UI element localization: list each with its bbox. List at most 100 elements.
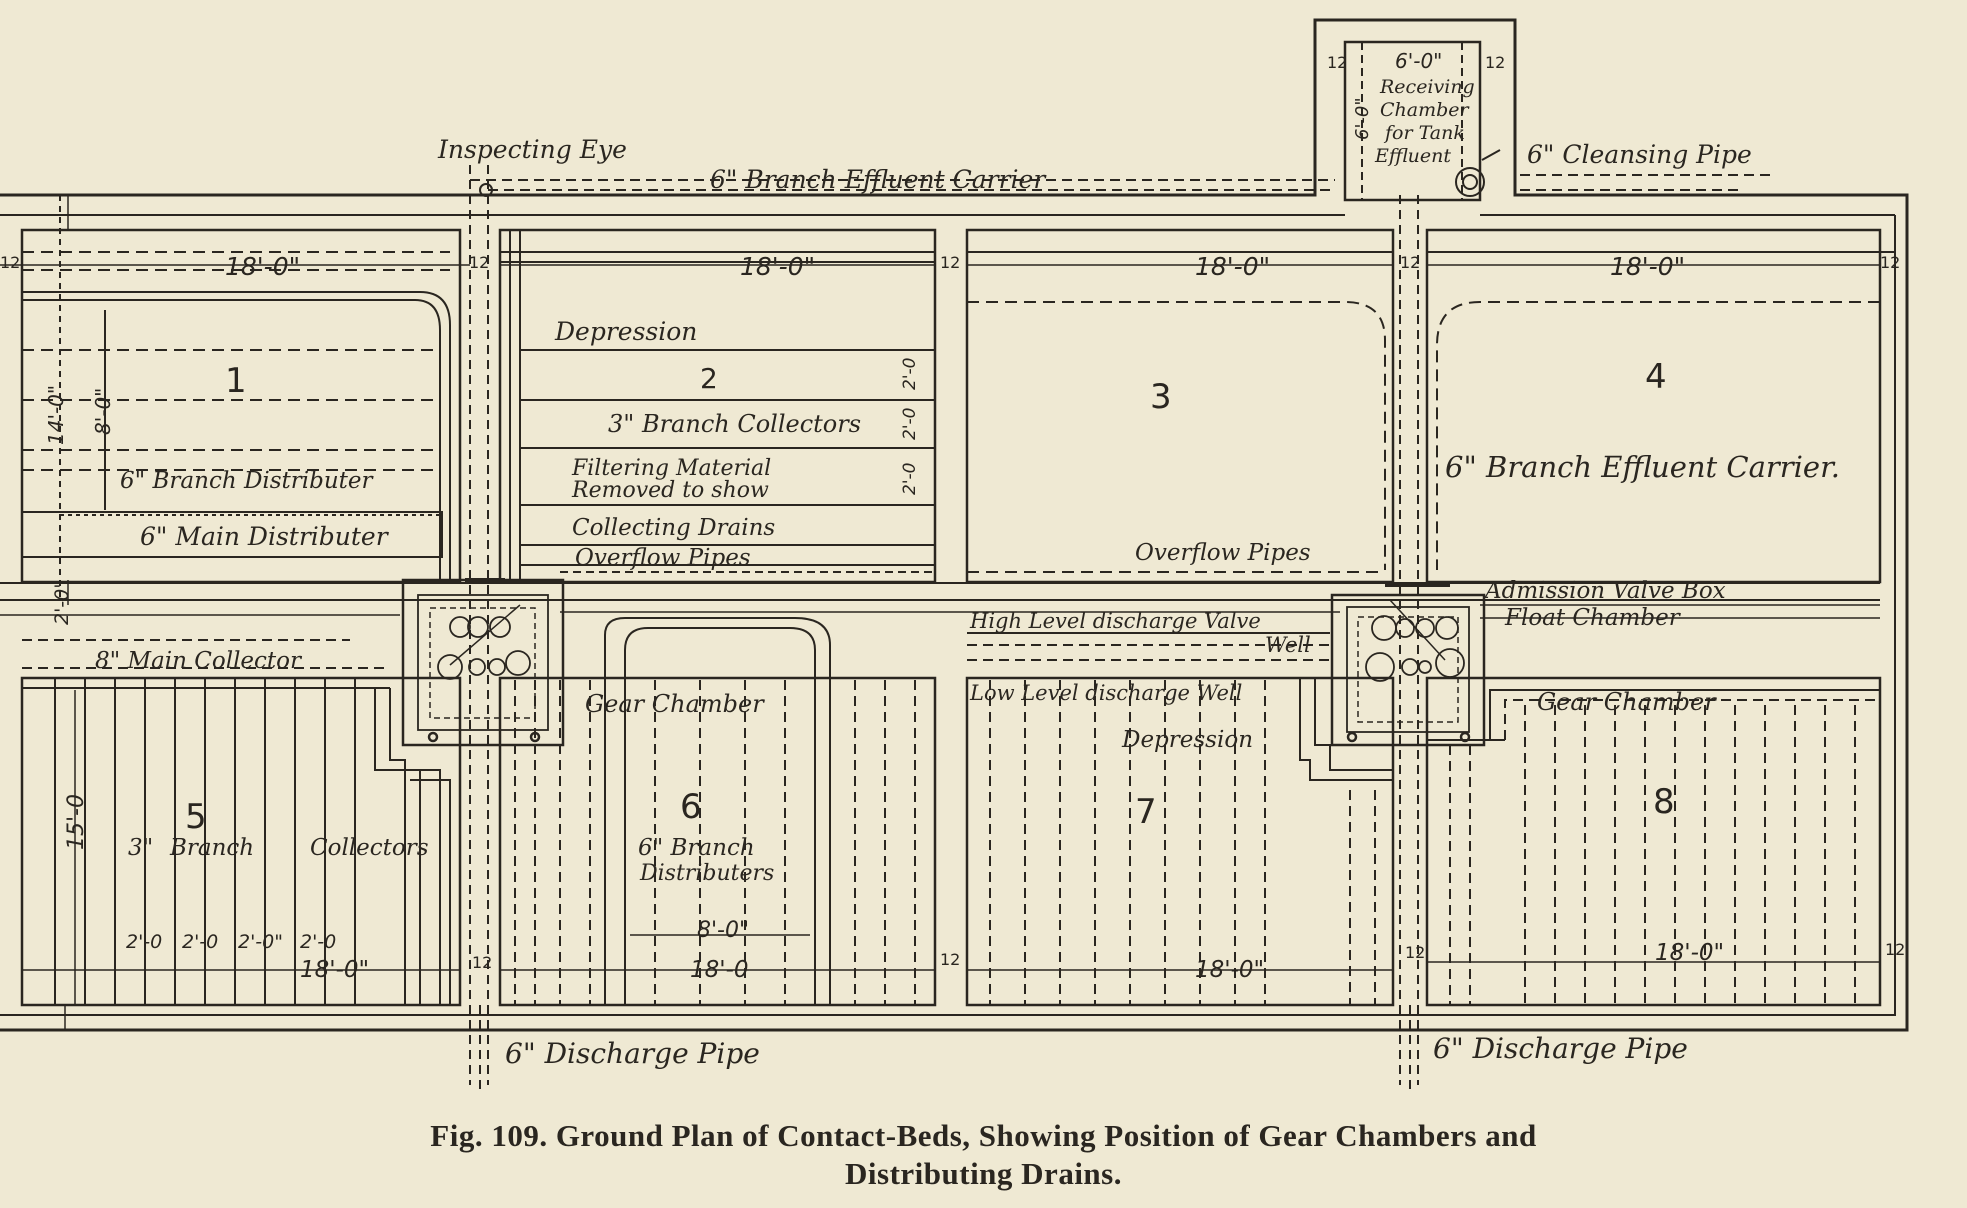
bed-5-internals	[22, 639, 451, 1005]
bed-number-4: 4	[1645, 357, 1667, 397]
gear-chamber-right	[1330, 583, 1486, 747]
dim-wall-1: 12	[0, 253, 20, 272]
dim-wall-7: 12	[1485, 53, 1505, 72]
label-discharge-pipe-left: 6" Discharge Pipe	[505, 1037, 760, 1070]
dim-wall-5: 12	[1880, 253, 1900, 272]
label-branch-collectors-3in: 3" Branch Collectors	[608, 410, 861, 438]
dim-main-gap: 2'-0"	[51, 580, 73, 625]
label-gear-chamber-right: Gear Chamber	[1537, 688, 1717, 716]
dim-bed2-width: 18'-0"	[740, 252, 815, 281]
dim-wall-11: 12	[1885, 940, 1905, 959]
dim-spacing-3: 2'-0"	[238, 931, 283, 953]
bed-number-1: 1	[225, 361, 247, 401]
dim-wall-10: 12	[1405, 943, 1425, 962]
bed-3-internals	[967, 251, 1393, 573]
bed-outline-6	[498, 676, 937, 1007]
dim-spacing-2: 2'-0	[182, 931, 218, 953]
dim-bed4-width: 18'-0"	[1610, 252, 1685, 281]
label-float-chamber: Float Chamber	[1504, 605, 1682, 631]
dim-spacing-b: 2'-0	[900, 408, 920, 440]
gear-chamber-left	[401, 578, 565, 747]
bed-1-internals	[21, 195, 451, 600]
bed-number-7: 7	[1135, 792, 1157, 832]
outer-walls	[0, 18, 1909, 1032]
dim-spacing-c: 2'-0	[900, 463, 920, 495]
dim-wall-9: 12	[940, 950, 960, 969]
label-main-collector: 8" Main Collector	[95, 648, 303, 674]
label-admission-valve-box: Admission Valve Box	[1483, 578, 1726, 604]
label-receiving-1: Receiving	[1379, 76, 1475, 98]
vertical-carriers	[469, 165, 1419, 1090]
dim-top-height: 14'-0"	[44, 385, 68, 445]
label-filtering-1: Filtering Material	[571, 456, 771, 481]
receiving-chamber-detail	[1361, 42, 1501, 200]
dimensions: 18'-0" 18'-0" 18'-0" 18'-0" 18'-0" 18'-0…	[0, 49, 1905, 983]
label-gear-chamber-left: Gear Chamber	[585, 690, 765, 718]
bed-number-3: 3	[1150, 377, 1172, 417]
label-depression-bottom: Depression	[1121, 727, 1253, 753]
inspecting-eye-marker	[479, 183, 493, 197]
dim-wall-2: 12	[469, 253, 489, 272]
dim-wall-6: 12	[1327, 53, 1347, 72]
central-channel	[0, 582, 1880, 619]
dim-wall-4: 12	[1400, 253, 1420, 272]
label-high-level-well-2: Well	[1265, 633, 1311, 657]
label-low-level-well: Low Level discharge Well	[969, 681, 1242, 705]
label-bottom-collectors-1: 3"	[128, 835, 153, 861]
bed-outline-8	[1425, 676, 1882, 1007]
label-inspecting-eye: Inspecting Eye	[437, 135, 627, 164]
label-receiving-2: Chamber	[1380, 99, 1471, 121]
dim-spacing-4: 2'-0	[300, 931, 336, 953]
bed-outline-4	[1425, 228, 1882, 584]
label-branch-distributer: 6" Branch Distributer	[120, 468, 375, 494]
label-filtering-2: Removed to show	[571, 478, 769, 503]
dim-spacing-1: 2'-0	[126, 931, 162, 953]
label-bottom-collectors-3: Collectors	[310, 835, 429, 861]
dim-bed6-width: 18'-0	[690, 957, 749, 983]
label-branch-distributers-1: 6" Branch	[638, 835, 755, 861]
label-branch-distributers-2: Distributers	[639, 861, 774, 886]
label-main-distributer: 6" Main Distributer	[140, 522, 390, 551]
bed-number-5: 5	[185, 797, 207, 837]
label-discharge-pipe-right: 6" Discharge Pipe	[1433, 1032, 1688, 1065]
label-overflow-pipes-left: Overflow Pipes	[575, 545, 751, 571]
bed-number-8: 8	[1653, 782, 1675, 822]
dim-wall-3: 12	[940, 253, 960, 272]
dim-spacing-a: 2'-0	[900, 358, 920, 390]
bed-8-internals	[1427, 689, 1880, 1005]
bed-numbers: 1 2 3 4 5 6 7 8	[185, 357, 1675, 837]
dim-bottom-height: 15'-0	[64, 794, 89, 850]
bed-outline-5	[20, 676, 462, 1007]
dim-top-inner: 8'-0"	[91, 388, 115, 435]
figure-caption-line-2: Distributing Drains.	[845, 1156, 1122, 1191]
label-receiving-3: for Tank	[1383, 122, 1465, 144]
dim-chamber-height: 6'-0"	[1352, 97, 1373, 140]
label-branch-effluent-carrier-right: 6" Branch Effluent Carrier.	[1445, 450, 1840, 484]
dim-wall-8: 12	[472, 953, 492, 972]
label-overflow-pipes-right: Overflow Pipes	[1135, 540, 1311, 566]
dim-distributer-span: 8'-0"	[697, 918, 749, 943]
bed-outline-3	[965, 228, 1395, 584]
dim-bed5-width: 18'-0"	[300, 957, 369, 983]
top-effluent-carrier	[470, 174, 1770, 191]
bed-2-internals	[500, 230, 935, 582]
label-collecting-drains: Collecting Drains	[572, 515, 775, 541]
dim-bed3-width: 18'-0"	[1195, 252, 1270, 281]
label-high-level-well-1: High Level discharge Valve	[969, 609, 1261, 633]
bed-number-6: 6	[680, 787, 702, 827]
dim-bed8-width: 18'-0"	[1655, 940, 1724, 966]
bed-6-internals	[514, 617, 916, 1005]
label-receiving-4: Effluent	[1374, 145, 1451, 167]
bed-4-internals	[1427, 251, 1895, 570]
bed-7-internals	[967, 632, 1393, 1005]
label-branch-effluent-carrier-top: 6" Branch Effluent Carrier	[710, 165, 1047, 194]
figure-caption-line-1: Fig. 109. Ground Plan of Contact-Beds, S…	[430, 1118, 1537, 1153]
label-depression-top: Depression	[554, 317, 697, 346]
bed-number-2: 2	[700, 362, 718, 395]
bed-outline-7	[965, 676, 1395, 1007]
label-cleansing-pipe: 6" Cleansing Pipe	[1527, 140, 1752, 169]
label-bottom-collectors-2: Branch	[169, 835, 254, 861]
dim-bed1-width: 18'-0"	[225, 252, 300, 281]
